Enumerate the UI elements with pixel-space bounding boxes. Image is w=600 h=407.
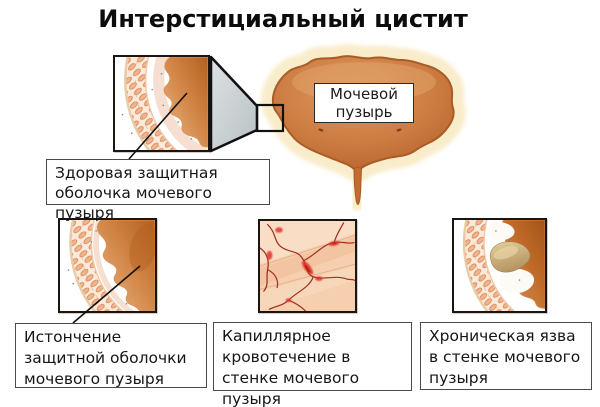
urethra-halo: [348, 162, 366, 210]
urethra: [353, 166, 363, 206]
healthy-wall-illustration: [115, 57, 208, 150]
magnifier-target-box: [255, 103, 285, 133]
chronic-ulcer-inset: [452, 218, 547, 313]
thinning-callout-label: Истончение защитной оболочки мочевого пу…: [15, 323, 207, 388]
capillary-callout-label: Капиллярное кровотечение в стенке мочево…: [213, 322, 412, 407]
bladder-label-box: Мочевой пузырь: [314, 83, 414, 123]
magnifier-callout: [209, 55, 285, 153]
thinning-wall-inset: [58, 218, 157, 313]
bladder-label-text: Мочевой пузырь: [330, 85, 398, 121]
lining-remnants: [488, 221, 535, 294]
ureter-opening-right: [396, 128, 402, 132]
ureter-opening-left: [318, 128, 324, 132]
ulcer-callout-label: Хроническая язва в стенке мочевого пузыр…: [420, 322, 592, 390]
thinning-wall-illustration: [60, 220, 155, 311]
chronic-ulcer-illustration: [454, 220, 545, 311]
capillary-bleeding-illustration: [260, 221, 355, 311]
healthy-wall-inset: [113, 55, 210, 152]
page-title: Интерстициальный цистит: [98, 5, 468, 33]
speckles: [495, 230, 532, 296]
bladder-illustration: [260, 44, 466, 210]
magnifier-funnel: [209, 55, 259, 153]
healthy-callout-label: Здоровая защитная оболочка мочевого пузы…: [46, 159, 270, 222]
bleeding-cores: [304, 242, 337, 273]
capillary-bleeding-inset: [258, 219, 357, 313]
